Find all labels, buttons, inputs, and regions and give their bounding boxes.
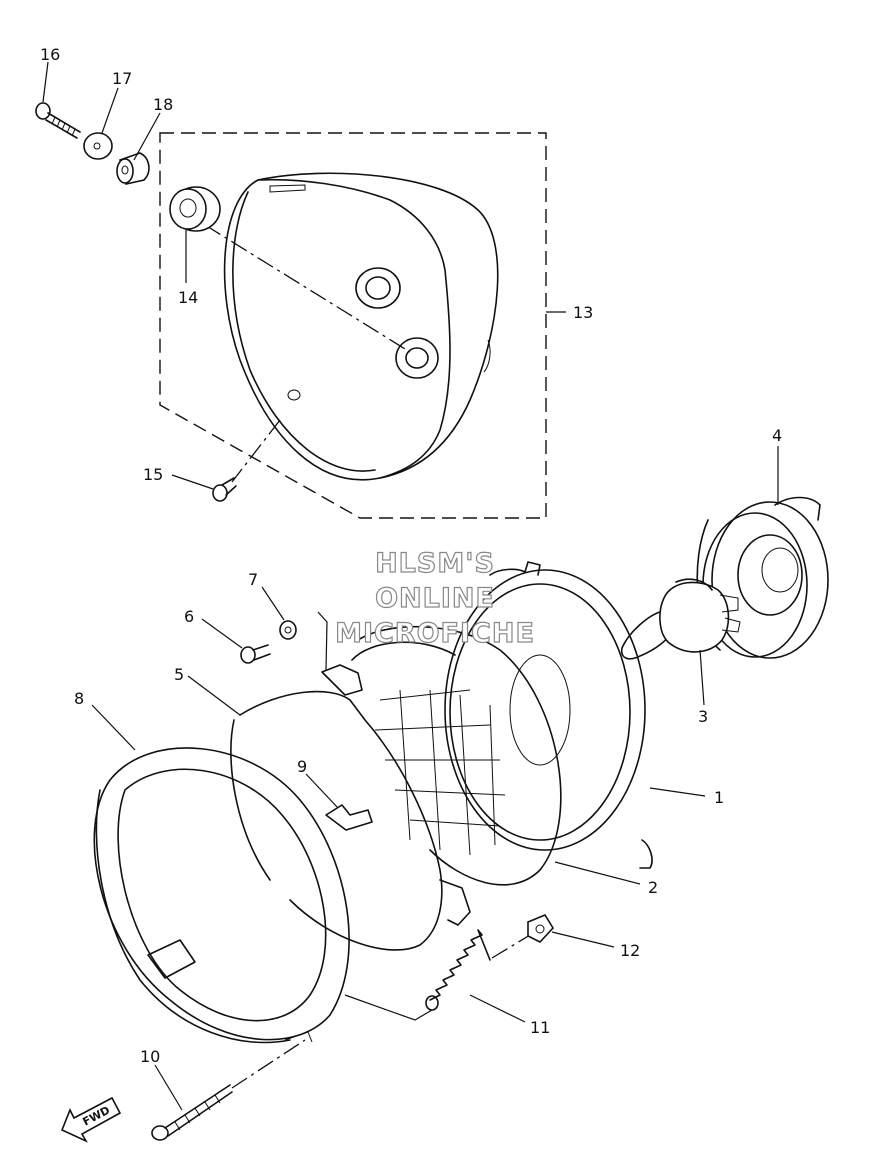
callout-9: 9 xyxy=(297,757,307,776)
clip-part-9 xyxy=(325,804,373,831)
screw-part-6 xyxy=(240,644,271,664)
assembly-13-dashed-box xyxy=(159,132,547,519)
callout-6: 6 xyxy=(184,607,194,626)
nut-part-7 xyxy=(279,620,297,640)
watermark-line-1: HLSM'S xyxy=(375,548,495,579)
callout-10: 10 xyxy=(140,1047,160,1066)
callout-11: 11 xyxy=(530,1018,550,1037)
callout-12: 12 xyxy=(620,941,640,960)
callout-15: 15 xyxy=(143,465,163,484)
callout-2: 2 xyxy=(648,878,658,897)
callout-1: 1 xyxy=(714,788,724,807)
bolt-part-16 xyxy=(35,102,81,139)
callout-8: 8 xyxy=(74,689,84,708)
lens-unit-part-2 xyxy=(351,625,562,886)
grommet-part-14 xyxy=(169,186,221,232)
callout-3: 3 xyxy=(698,707,708,726)
watermark-line-3: MICROFICHE xyxy=(335,618,535,649)
callout-13: 13 xyxy=(573,303,593,322)
screw-part-10 xyxy=(151,1084,233,1141)
collar-part-18 xyxy=(116,152,150,185)
callout-5: 5 xyxy=(174,665,184,684)
bulb-part-3 xyxy=(620,578,741,660)
watermark: HLSM'S ONLINE MICROFICHE xyxy=(334,547,535,649)
forward-direction-arrow: FWD xyxy=(60,1096,122,1143)
headlight-rim-part-8 xyxy=(93,747,350,1044)
callout-7: 7 xyxy=(248,570,258,589)
headlight-housing-part-13 xyxy=(223,172,499,481)
nut-part-12 xyxy=(527,914,555,943)
screw-part-15 xyxy=(212,477,237,502)
callout-16: 16 xyxy=(40,45,60,64)
washer-part-17 xyxy=(83,132,113,160)
headlight-case-part-5 xyxy=(230,664,471,951)
callout-14: 14 xyxy=(178,288,198,307)
callout-17: 17 xyxy=(112,69,132,88)
light-unit-part-1 xyxy=(444,561,653,869)
callout-18: 18 xyxy=(153,95,173,114)
spring-part-11 xyxy=(425,929,491,1011)
callout-4: 4 xyxy=(772,426,782,445)
watermark-line-2: ONLINE xyxy=(375,583,495,614)
